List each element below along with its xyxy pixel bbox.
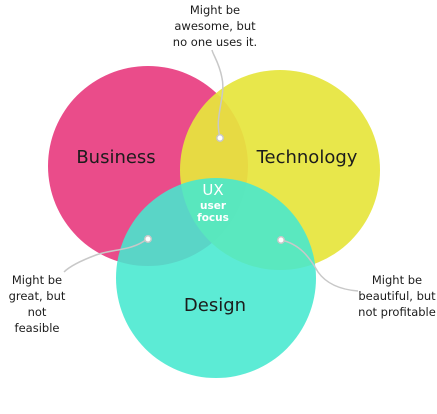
technology-label: Technology [256,147,358,168]
connector-technology-design [280,239,359,292]
connector-business-technology [211,49,224,138]
connector-business-design [63,238,148,273]
design-circle [116,178,316,378]
annotation-technology-design: Might be beautiful, but not profitable [358,273,436,319]
ux-title: UX [202,181,223,199]
ux-subtitle-line1: user [200,200,227,212]
connector-dot-business-design [144,235,152,243]
design-label: Design [184,295,246,316]
ux-subtitle-line2: focus [197,212,229,224]
annotation-business-technology: Might be awesome, but no one uses it. [172,3,258,49]
connector-dot-technology-design [277,236,285,244]
business-label: Business [76,147,155,168]
connector-dot-business-technology [216,134,224,142]
annotation-business-design: Might be great, but not feasible [8,273,66,335]
